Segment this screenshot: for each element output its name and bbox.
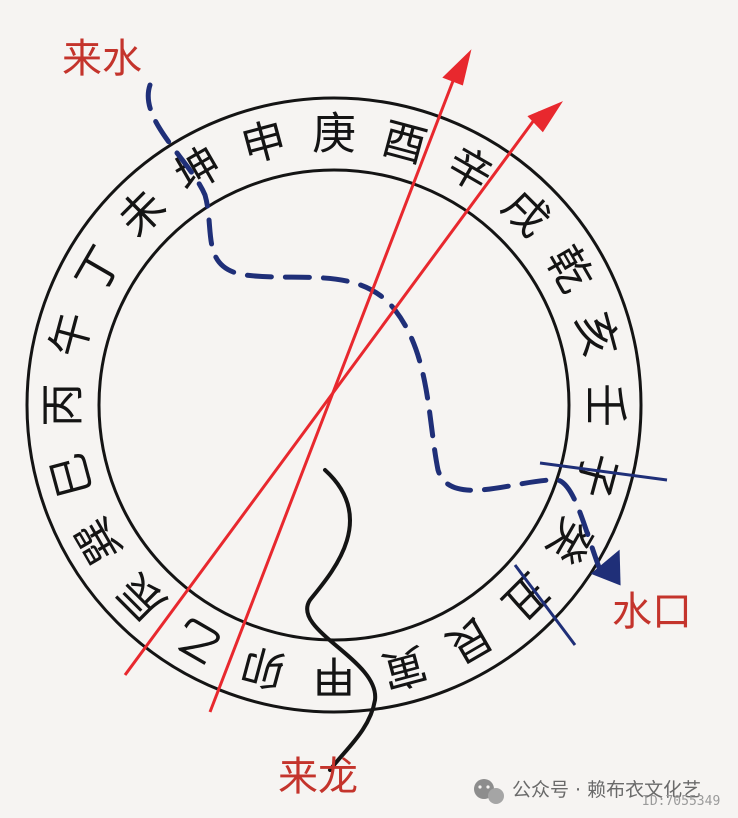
ring-character: 酉 <box>376 113 432 174</box>
ring-character: 乾 <box>536 238 602 302</box>
ring-character: 丙 <box>38 383 89 427</box>
wechat-icon <box>474 779 504 804</box>
red-arrow-right-icon <box>527 101 563 133</box>
red-arrow-left-icon <box>442 49 472 86</box>
watermark: 公众号 · 赖布衣文化艺 ID:7055349 <box>474 779 720 809</box>
ring-character: 丑 <box>492 563 559 630</box>
ring-character: 戌 <box>492 180 559 247</box>
sector-divider-upper <box>539 461 668 482</box>
ring-character: 巽 <box>66 509 132 573</box>
ring-character: 坤 <box>167 137 231 203</box>
watermark-id: ID:7055349 <box>642 794 720 809</box>
sector-divider-lower <box>513 564 577 646</box>
ring-character: 辛 <box>438 137 502 203</box>
ring-character: 未 <box>109 180 176 247</box>
ring-character: 艮 <box>438 607 502 673</box>
ring-character: 壬 <box>580 383 631 427</box>
red-line-right <box>123 111 542 676</box>
watermark-text: 公众号 · 赖布衣文化艺 <box>512 779 701 801</box>
ring-character: 巳 <box>42 447 103 503</box>
ring-character: 卯 <box>236 636 292 697</box>
outer-ring <box>25 96 643 714</box>
incoming-dragon-path <box>305 468 378 772</box>
ring-character: 乙 <box>167 607 231 673</box>
incoming-water-label: 来水 <box>62 36 142 82</box>
water-outlet-arrow-icon <box>590 549 621 586</box>
incoming-dragon-label: 来龙 <box>278 754 358 800</box>
ring-character: 庚 <box>312 109 356 160</box>
ring-character: 申 <box>236 113 292 174</box>
water-outlet-label: 水口 <box>612 589 692 635</box>
ring-characters: 巽巳丙午丁未坤申庚酉辛戌乾亥壬子癸丑艮寅甲卯乙辰 <box>38 109 631 702</box>
inner-ring <box>97 168 571 642</box>
ring-character: 癸 <box>536 509 602 573</box>
ring-character: 亥 <box>565 307 626 363</box>
ring-character: 午 <box>42 307 103 363</box>
ring-character: 寅 <box>376 636 432 697</box>
ring-character: 丁 <box>66 238 132 302</box>
